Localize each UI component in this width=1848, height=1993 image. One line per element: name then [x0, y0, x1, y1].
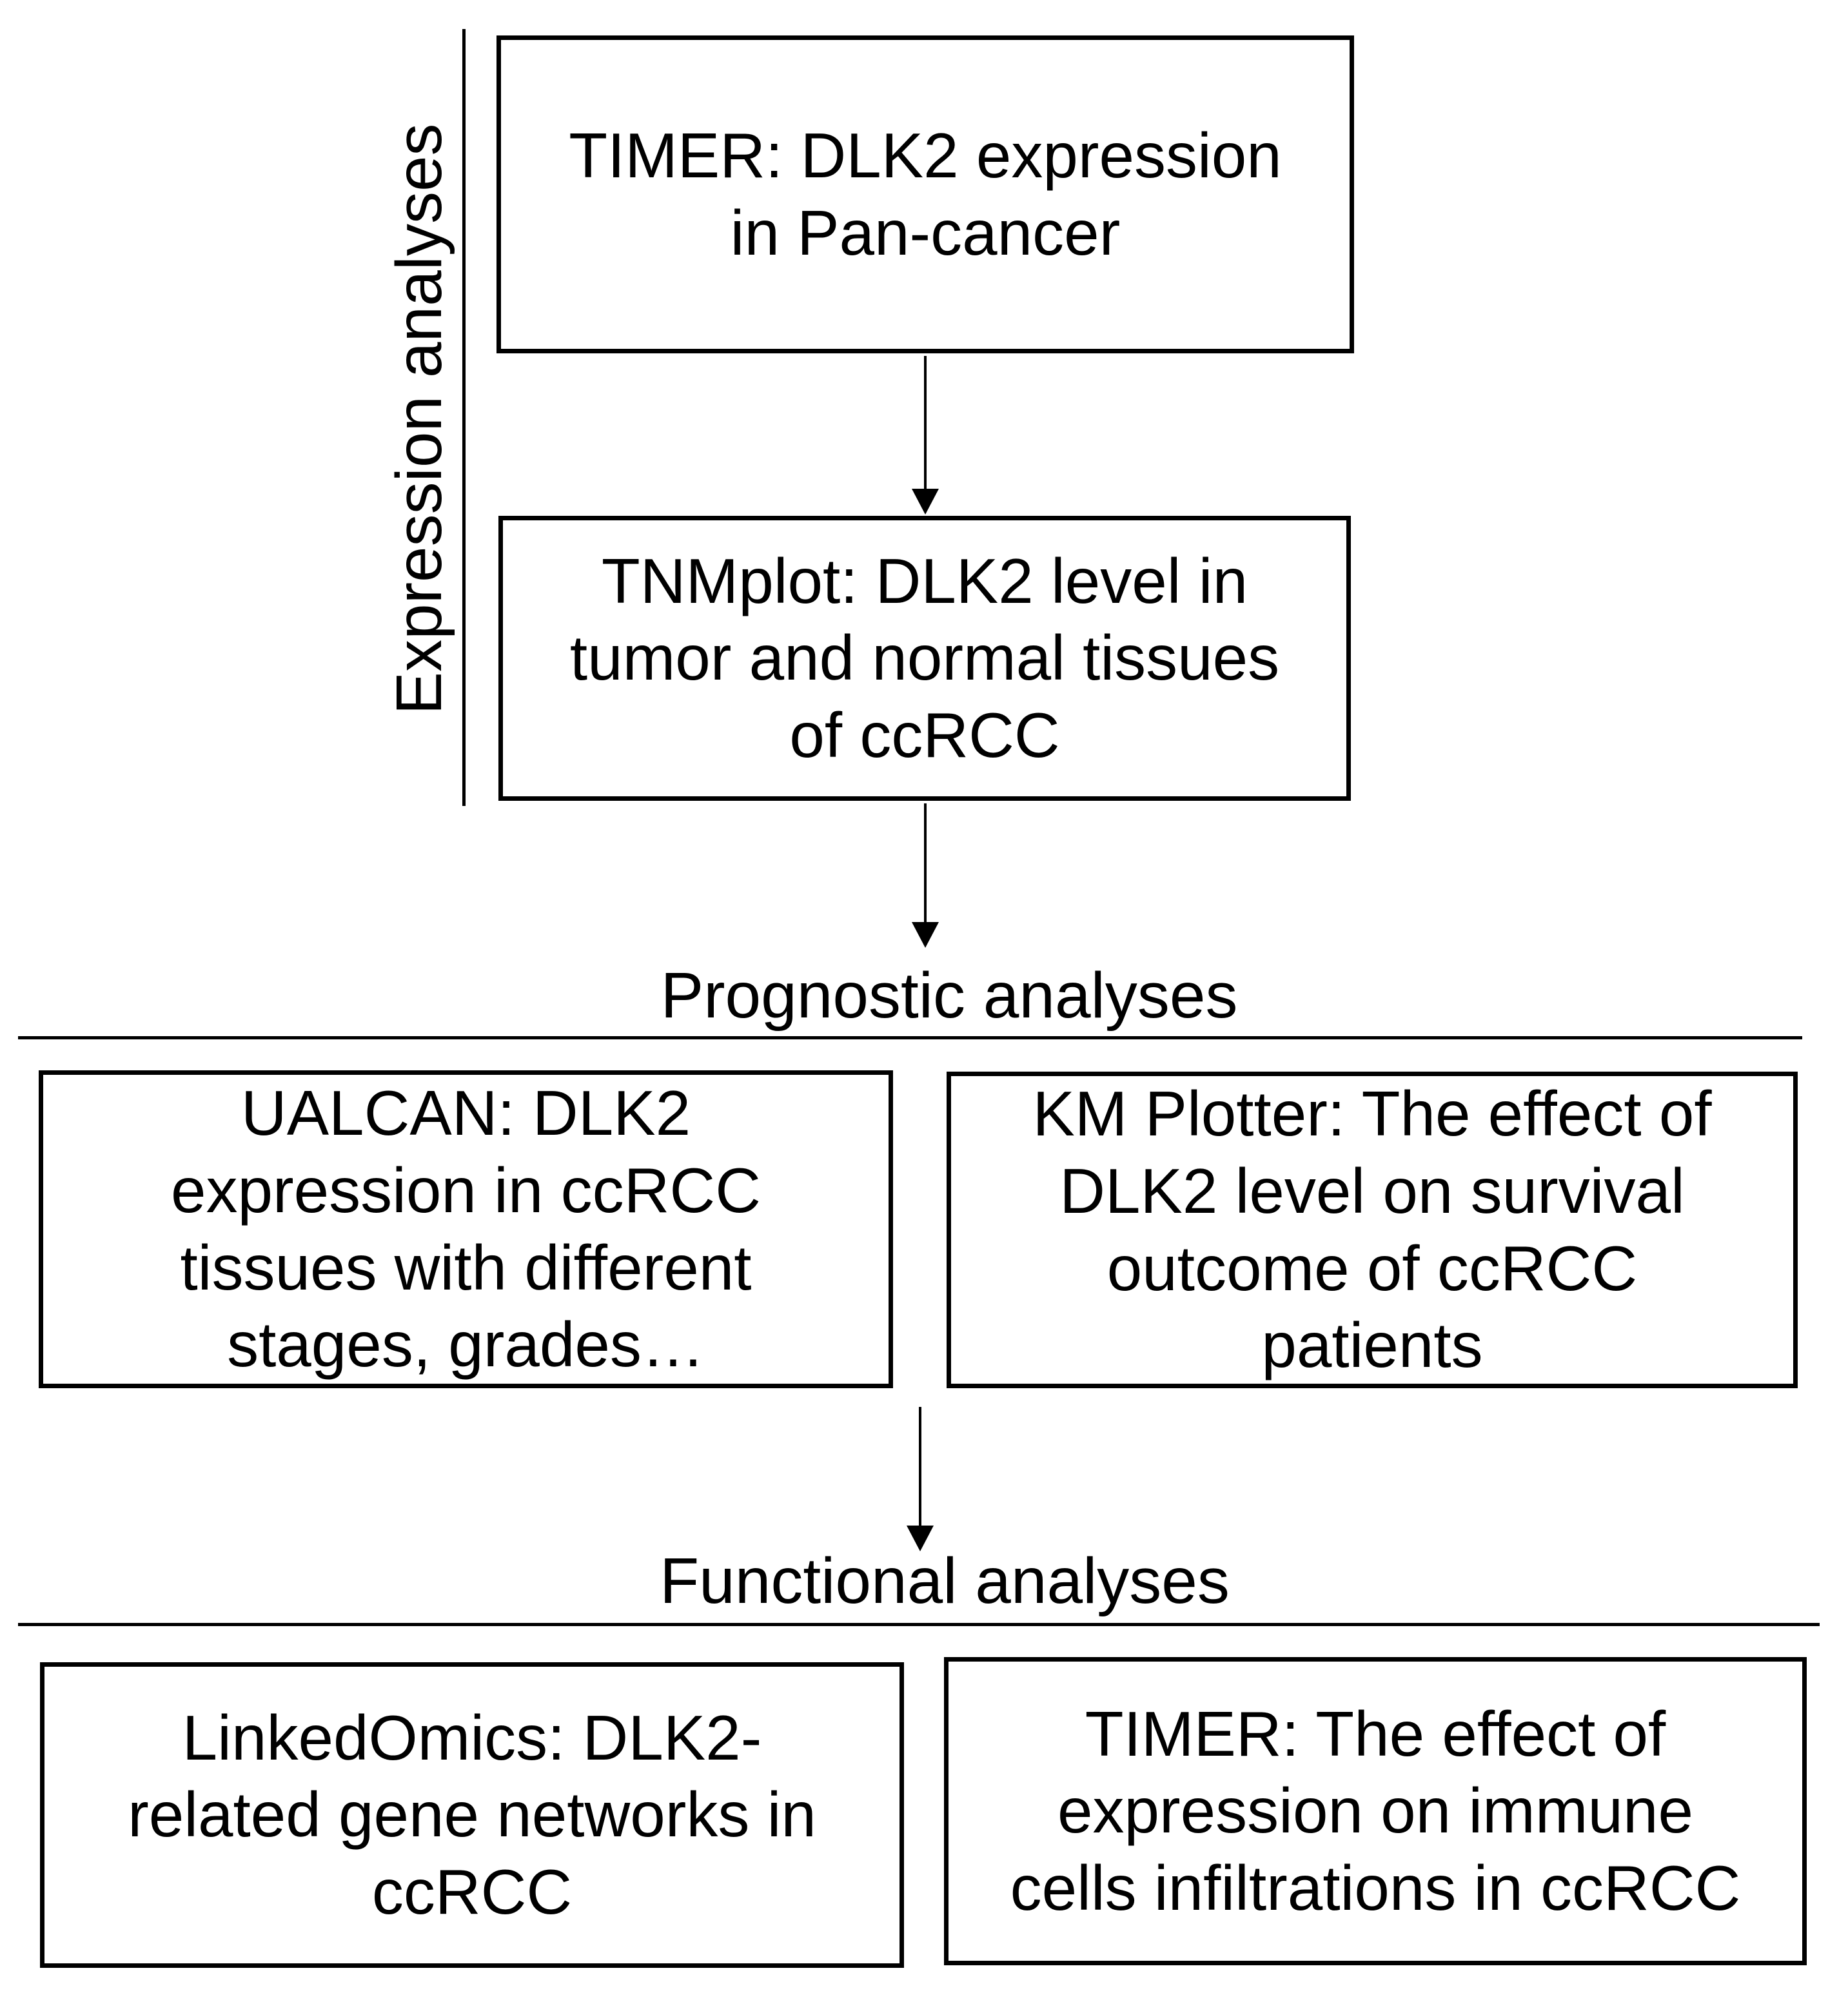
box-text-line: cells infiltrations in ccRCC [1010, 1852, 1741, 1923]
section-divider-line [18, 1036, 1802, 1039]
box-text-line: in Pan-cancer [730, 197, 1121, 268]
box-text-line: patients [1261, 1310, 1483, 1381]
side-label-divider-line [462, 29, 466, 806]
arrow-down-stem [919, 1407, 921, 1528]
box-timer-pan-cancer: TIMER: DLK2 expression in Pan-cancer [496, 35, 1354, 353]
box-text-line: LinkedOmics: DLK2- [182, 1702, 762, 1773]
arrow-down-icon [912, 922, 939, 948]
box-text-line: UALCAN: DLK2 [241, 1077, 691, 1149]
arrow-down-stem [924, 803, 927, 925]
box-text-line: DLK2 level on survival [1059, 1155, 1685, 1226]
box-km-plotter: KM Plotter: The effect of DLK2 level on … [947, 1072, 1798, 1388]
box-text-line: ccRCC [371, 1856, 573, 1927]
box-linkedomics: LinkedOmics: DLK2- related gene networks… [40, 1662, 904, 1968]
functional-analyses-heading: Functional analyses [660, 1545, 1230, 1617]
box-text-line: TIMER: DLK2 expression [569, 119, 1282, 191]
box-text-line: stages, grades… [227, 1309, 705, 1380]
box-text-line: TIMER: The effect of [1085, 1698, 1666, 1769]
arrow-down-stem [924, 356, 927, 490]
box-text-line: TNMplot: DLK2 level in [601, 545, 1248, 616]
arrow-down-icon [912, 489, 939, 515]
arrow-down-icon [907, 1526, 934, 1551]
box-text-line: tissues with different [180, 1232, 752, 1303]
prognostic-analyses-heading: Prognostic analyses [660, 959, 1238, 1032]
box-timer-immune: TIMER: The effect of expression on immun… [944, 1657, 1807, 1965]
expression-analyses-side-label: Expression analyses [383, 123, 455, 715]
box-text-line: expression in ccRCC [171, 1154, 761, 1226]
box-text-line: tumor and normal tissues [569, 622, 1280, 694]
box-text-line: related gene networks in [128, 1779, 816, 1851]
box-text-line: KM Plotter: The effect of [1032, 1078, 1712, 1150]
section-divider-line [18, 1623, 1820, 1626]
box-text-line: expression on immune [1057, 1775, 1693, 1847]
box-text-line: outcome of ccRCC [1106, 1232, 1638, 1304]
box-ualcan: UALCAN: DLK2 expression in ccRCC tissues… [39, 1070, 893, 1388]
box-tnmplot: TNMplot: DLK2 level in tumor and normal … [498, 516, 1351, 801]
box-text-line: of ccRCC [789, 699, 1060, 771]
